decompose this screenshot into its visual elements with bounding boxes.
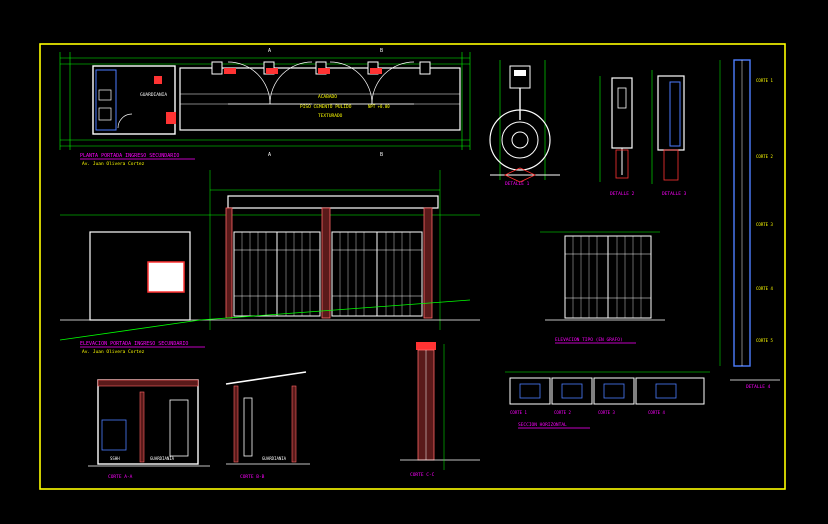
room-label-guardiania: GUARDIANIA — [140, 92, 167, 98]
plan-street: Av. Juan Olivera Cortez — [82, 161, 145, 167]
elevation-view: ELEVACION PORTADA INGRESO SECUNDARIO Av.… — [59, 170, 480, 355]
horizontal-section: CORTE 1 CORTE 2 CORTE 3 CORTE 4 SECCION … — [505, 371, 710, 429]
section-b-title: CORTE B-B — [240, 474, 265, 480]
plan-title: PLANTA PORTADA INGRESO SECUNDARIO — [80, 153, 179, 159]
elevation-type-title: ELEVACION TIPO (EN GRAFO) — [555, 337, 623, 343]
plan-note-piso: PISO CEMENTO PULIDO — [300, 104, 352, 110]
section-label-4: CORTE 4 — [648, 410, 665, 415]
plan-note-npt: NPT +0.00 — [368, 104, 390, 109]
sheet-border — [39, 43, 786, 490]
section-label-1: CORTE 1 — [510, 410, 527, 415]
plan-note-acabado: ACABADO — [318, 94, 337, 100]
plan-view: GUARDIANIA ACABADO PISO CEMENTO PULIDO T… — [59, 48, 471, 167]
corte-label-1: CORTE 1 — [756, 78, 773, 83]
section-label-2: CORTE 2 — [554, 410, 571, 415]
corte-label-4: CORTE 4 — [756, 286, 773, 291]
detail-4-title: DETALLE 4 — [746, 384, 771, 390]
column-detail: CORTE 1 CORTE 2 CORTE 3 CORTE 4 CORTE 5 … — [719, 59, 780, 390]
elevation-street: Av. Juan Olivera Cortez — [82, 349, 145, 355]
detail-2-title: DETALLE 2 — [610, 191, 635, 197]
corte-label-3: CORTE 3 — [756, 222, 773, 227]
plan-note-texturado: TEXTURADO — [318, 113, 343, 119]
room-label-guardiania-c: GUARDIANIA — [262, 456, 287, 461]
detail-3: DETALLE 3 — [651, 70, 687, 197]
horizontal-section-title: SECCION HORIZONTAL — [518, 422, 567, 428]
section-c-c: CORTE C-C — [400, 342, 480, 478]
section-a-title: CORTE A-A — [108, 474, 133, 480]
section-marker-a2: A — [268, 152, 271, 158]
elevation-title: ELEVACION PORTADA INGRESO SECUNDARIO — [80, 341, 188, 347]
detail-1: DETALLE 1 — [489, 60, 560, 187]
corte-label-2: CORTE 2 — [756, 154, 773, 159]
room-label-guardiania-b: GUARDIANIA — [150, 456, 175, 461]
section-b-b: GUARDIANIA CORTE B-B — [225, 371, 310, 480]
section-marker-a1: A — [268, 48, 271, 54]
detail-2: DETALLE 2 — [599, 76, 635, 197]
corte-label-5: CORTE 5 — [756, 338, 773, 343]
section-marker-b1: B — [380, 48, 383, 54]
section-a-a: SSHH GUARDIANIA CORTE A-A — [88, 379, 210, 480]
section-marker-b2: B — [380, 152, 383, 158]
elevation-type-view: ELEVACION TIPO (EN GRAFO) — [540, 231, 665, 344]
detail-3-title: DETALLE 3 — [662, 191, 687, 197]
room-label-sshh: SSHH — [110, 456, 120, 461]
section-c-title: CORTE C-C — [410, 472, 435, 478]
detail-1-title: DETALLE 1 — [505, 181, 530, 187]
section-label-3: CORTE 3 — [598, 410, 615, 415]
